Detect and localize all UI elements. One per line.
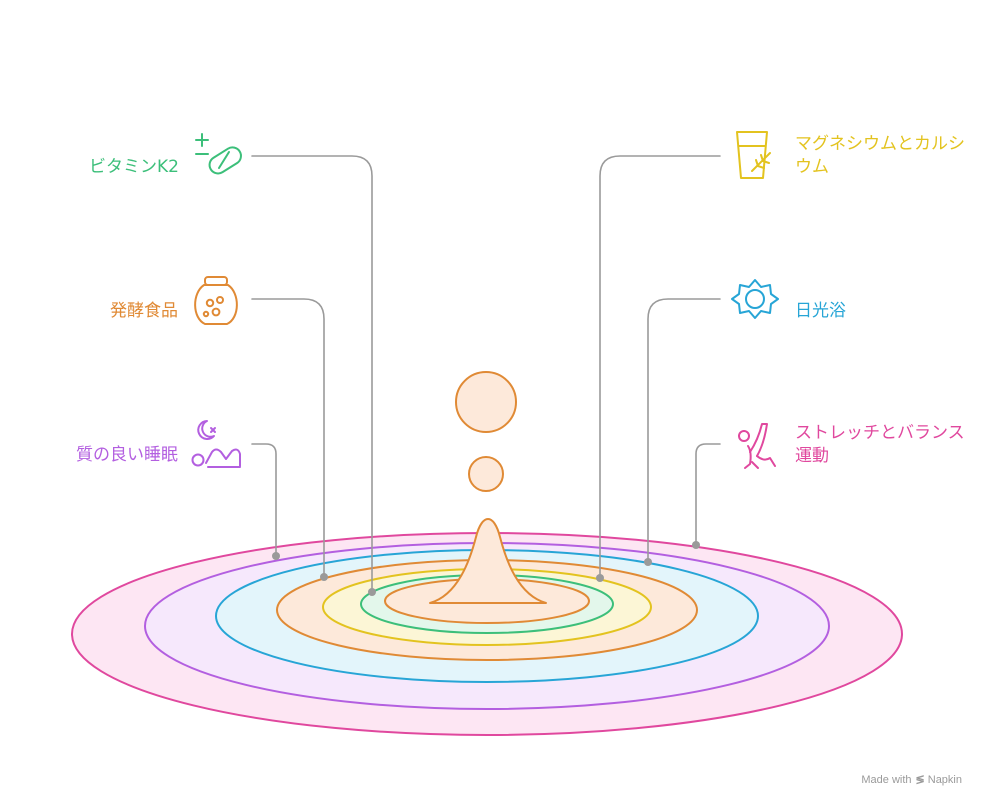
label-quality-sleep: 質の良い睡眠 [76,445,178,465]
napkin-logo-icon: ≶ [915,774,925,786]
made-with-napkin-badge: Made with≶Napkin [861,773,962,786]
droplet-large [455,371,517,433]
connector-vitamin [251,155,373,593]
jar-icon [194,276,238,325]
anchor-dot-vitamin [368,588,376,596]
label-stretch-balance: ストレッチとバランス運動 [795,423,965,466]
anchor-dot-fermented [320,573,328,581]
label-fermented-foods: 発酵食品 [110,301,178,321]
connector-fermented [251,298,325,578]
connector-mineral [599,155,721,579]
label-magnesium-calcium: マグネシウムとカルシウム [795,134,965,177]
made-with-text: Made with [861,774,912,786]
stretch-figure-icon [738,423,776,469]
connector-sleep [251,443,277,557]
sun-icon [731,279,779,319]
napkin-brand-text: Napkin [927,774,962,786]
label-vitamin-k2: ビタミンK2 [89,157,179,177]
connector-sun [647,298,721,563]
droplet-small [468,456,504,492]
connector-stretch [695,443,721,546]
anchor-dot-stretch [692,541,700,549]
anchor-dot-mineral [596,574,604,582]
anchor-dot-sleep [272,552,280,560]
anchor-dot-sun [644,558,652,566]
glass-sprig-icon [736,131,771,179]
moon-sleep-icon [191,420,241,468]
pill-plus-minus-icon [195,133,242,175]
label-sunbathing: 日光浴 [795,301,846,321]
splash-peak [429,518,547,604]
